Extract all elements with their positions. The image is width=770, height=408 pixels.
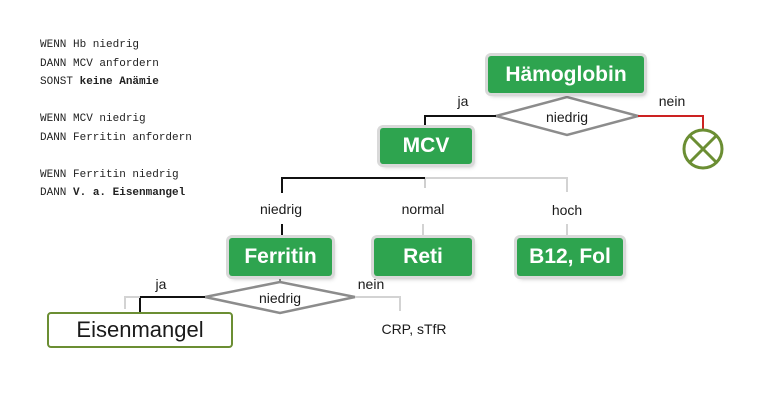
rule-line: DANN MCV anfordern (40, 57, 159, 70)
rule-line: SONST keine Anämie (40, 73, 192, 92)
b12-fol-node: B12, Fol (517, 238, 623, 276)
ferritin-yes-light-connector (124, 296, 140, 309)
mcv-node: MCV (380, 128, 472, 164)
ferritin-yes-connector (139, 296, 205, 312)
mcv-normal-label: normal (401, 201, 445, 217)
rule-line: DANN Ferritin anfordern (40, 131, 192, 144)
hb-yes-label: ja (457, 93, 469, 109)
ferritin-no-label: nein (357, 276, 385, 292)
mcv-high-connector (425, 177, 568, 192)
hb-decision-label: niedrig (545, 109, 589, 125)
rule-line: WENN MCV niedrig (40, 113, 146, 125)
reti-node: Reti (374, 238, 472, 276)
mcv-low-connector (281, 177, 425, 193)
hb-no-connector (638, 115, 704, 129)
crp-stfr-label: CRP, sTfR (381, 321, 447, 337)
circle-x-icon (682, 128, 724, 170)
rule-line: DANN V. a. Eisenmangel (40, 184, 192, 203)
hb-yes-connector (424, 115, 496, 128)
hb-no-label: nein (658, 93, 686, 109)
rule-prefix: SONST (40, 76, 80, 88)
eisenmangel-node: Eisenmangel (47, 312, 233, 348)
mcv-high-label: hoch (551, 202, 583, 218)
rule-prefix: DANN (40, 187, 74, 199)
rules-text: WENN Hb niedrig DANN MCV anfordern SONST… (40, 36, 192, 203)
rule-line: WENN Hb niedrig (40, 39, 140, 51)
ferritin-no-connector (355, 296, 401, 311)
ferritin-node: Ferritin (229, 238, 332, 276)
rule-emphasis: keine Anämie (79, 76, 159, 88)
mcv-low-label: niedrig (259, 201, 303, 217)
rule-line: WENN Ferritin niedrig (40, 168, 179, 181)
ferritin-yes-label: ja (155, 276, 167, 292)
haemoglobin-node: Hämoglobin (488, 56, 644, 93)
rule-emphasis: V. a. Eisenmangel (73, 187, 186, 199)
ferritin-decision-label: niedrig (258, 290, 302, 306)
